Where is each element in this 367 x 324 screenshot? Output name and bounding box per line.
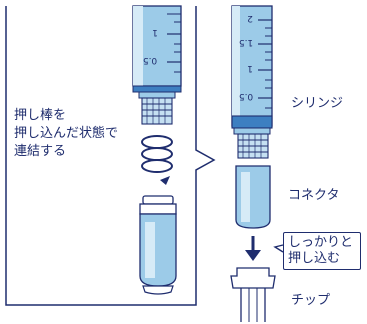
tip <box>230 267 276 322</box>
push-callout-pointer <box>273 244 284 253</box>
tip-label: チップ <box>291 293 331 308</box>
right-scale-0-5: 0.5 <box>239 91 253 101</box>
push-line-1: しっかりと <box>288 235 354 250</box>
left-scale-1: 1 <box>152 27 158 37</box>
right-syringe <box>231 5 273 159</box>
connector-label: コネクタ <box>288 188 340 203</box>
down-arrow-icon <box>245 236 261 261</box>
right-connector <box>235 165 271 229</box>
right-scale-1: 1 <box>247 63 253 73</box>
instruction-line-3: 連結する <box>14 144 67 159</box>
instruction-line-2: 押し込んだ状態で <box>14 126 119 141</box>
rotate-arrow-icon <box>141 135 173 185</box>
left-scale-0-5: 0.5 <box>143 55 157 65</box>
right-scale-2: 2 <box>247 13 253 23</box>
push-callout: しっかりと 押し込む <box>283 232 361 270</box>
left-connector <box>139 195 177 295</box>
push-line-2: 押し込む <box>288 251 341 266</box>
left-syringe <box>132 5 182 125</box>
inset-panel-frame <box>5 6 216 306</box>
syringe-label: シリンジ <box>291 96 344 111</box>
right-scale-1-5: 1.5 <box>239 37 253 47</box>
instruction-line-1: 押し棒を <box>14 108 67 123</box>
